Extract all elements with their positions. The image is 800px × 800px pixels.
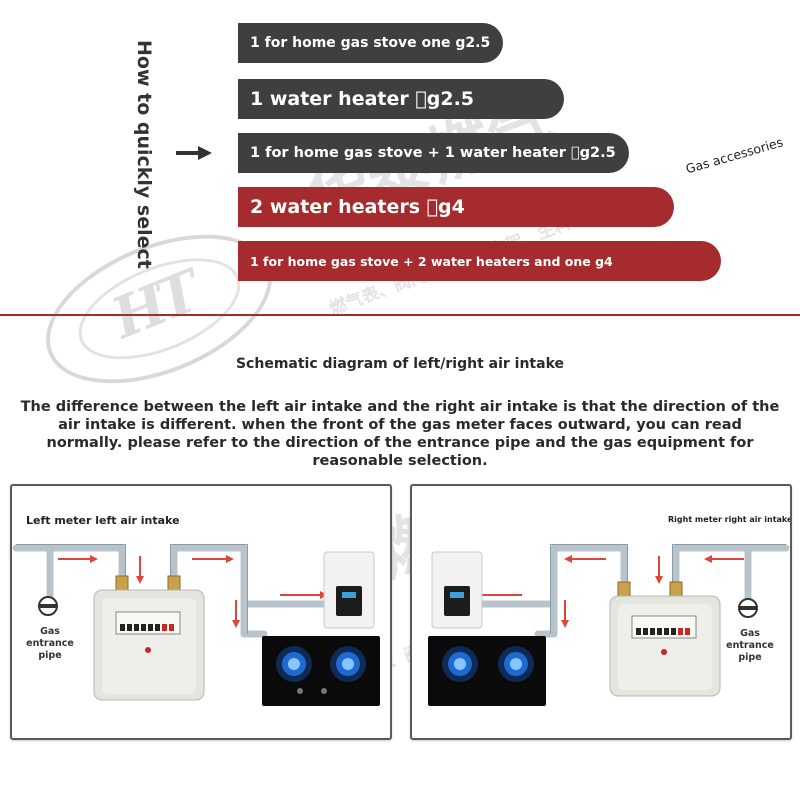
quick-select-title-text: How to quickly select: [133, 40, 155, 269]
gas-accessories-tag: Gas accessories: [684, 134, 785, 177]
brand-logo-watermark: HT: [24, 205, 294, 413]
option-label: 2 water heaters  g4: [250, 196, 465, 218]
right-intake-diagram: [428, 544, 790, 706]
panel-label: Right meter right air intake: [668, 515, 792, 524]
section-divider: [0, 314, 800, 316]
option-label: 1 for home gas stove + 2 water heaters a…: [250, 253, 613, 269]
option-label: 1 for home gas stove one g2.5: [250, 35, 491, 51]
arrow-right-icon: [176, 146, 212, 160]
schematic-title: Schematic diagram of left/right air inta…: [235, 356, 565, 372]
option-two-heaters-g4: 2 water heaters  g4: [238, 187, 674, 227]
panel-label: Left meter left air intake: [26, 514, 180, 527]
left-intake-diagram: [12, 544, 380, 706]
option-label: 1 water heater  g2.5: [250, 88, 475, 110]
right-intake-panel: Right meter right air intake: [410, 484, 792, 740]
option-label: 1 for home gas stove + 1 water heater  g…: [250, 145, 616, 161]
option-stove-two-heaters-g4: 1 for home gas stove + 2 water heaters a…: [238, 241, 721, 281]
schematic-description: The difference between the left air inta…: [20, 399, 780, 469]
left-intake-panel: Left meter left air intake: [10, 484, 392, 740]
option-stove-heater-g25: 1 for home gas stove + 1 water heater  g…: [238, 133, 629, 173]
quick-select-title: How to quickly select: [125, 40, 155, 280]
option-water-heater-g25: 1 water heater  g2.5: [238, 79, 564, 119]
gas-entrance-pipe-label: Gas entrance pipe: [26, 626, 74, 661]
option-stove-g25: 1 for home gas stove one g2.5: [238, 23, 503, 63]
gas-entrance-pipe-label: Gas entrance pipe: [726, 628, 774, 663]
